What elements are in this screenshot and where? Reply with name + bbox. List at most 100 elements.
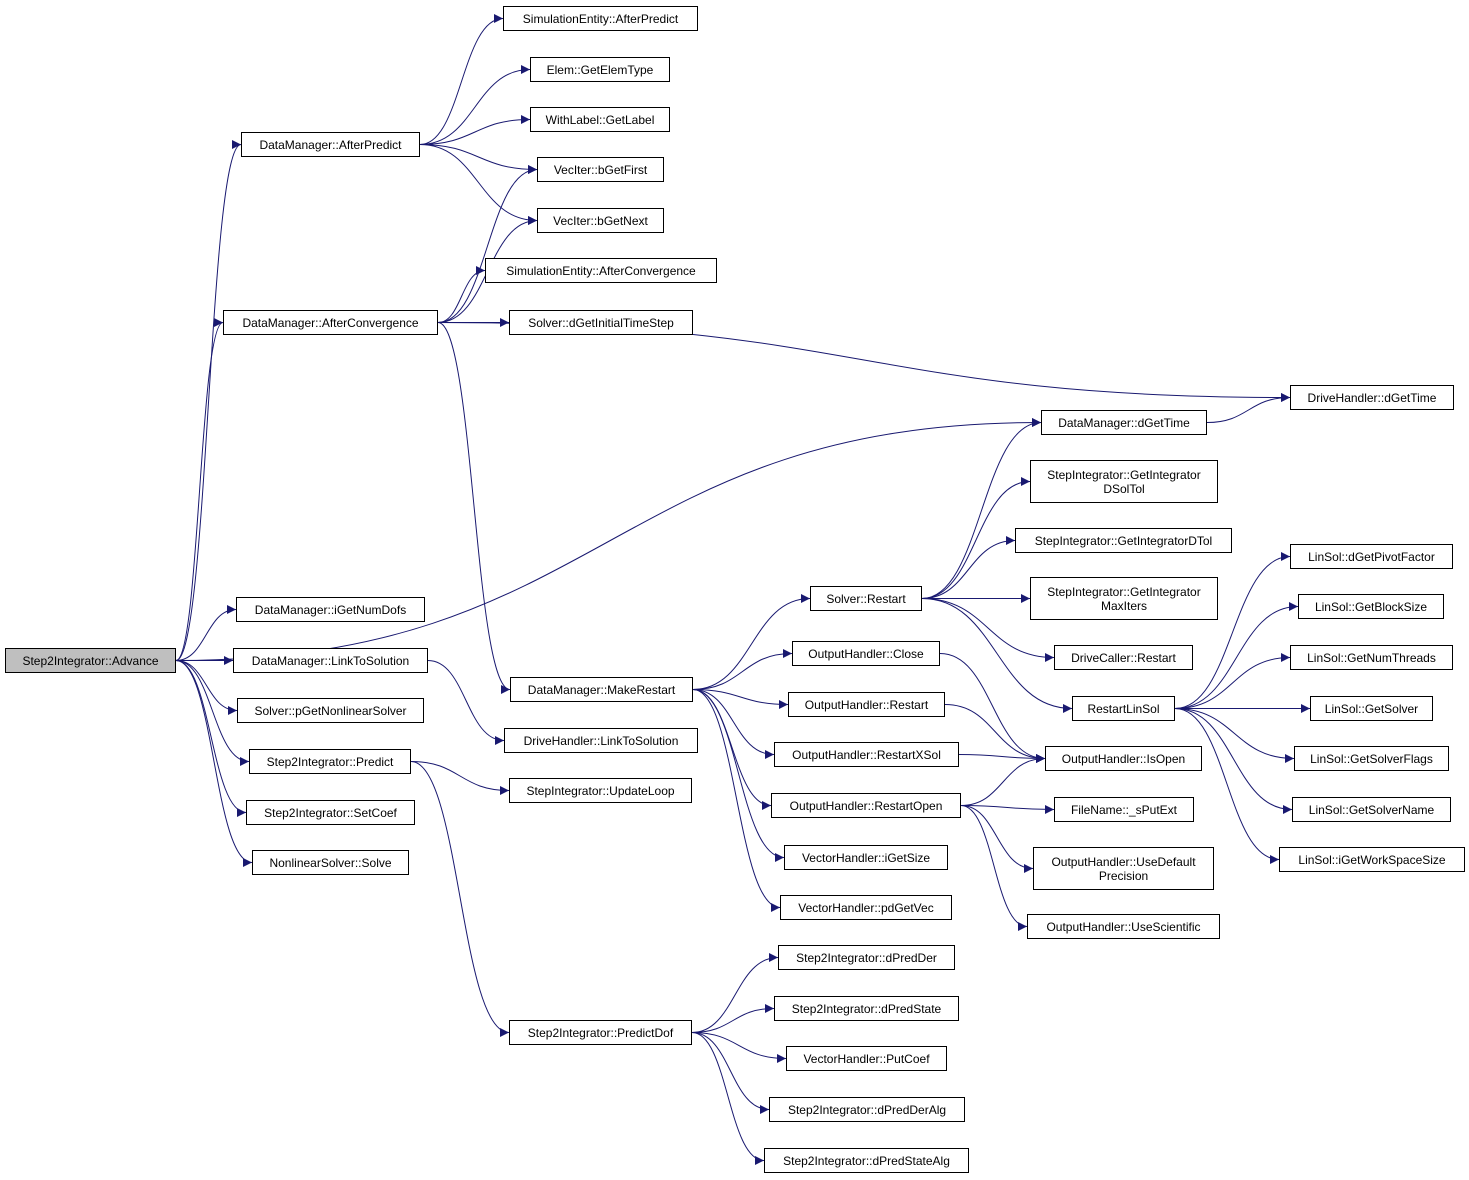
edge-dm_makerestart-to-oh_restartopen <box>692 689 772 810</box>
node-outputhandler-usescientific[interactable]: OutputHandler::UseScientific <box>1027 914 1220 939</box>
node-step2integrator-setcoef[interactable]: Step2Integrator::SetCoef <box>246 800 415 825</box>
edge-dm_makerestart-to-solver_restart <box>692 594 811 690</box>
edge-dm_makerestart-to-oh_restart <box>692 689 789 709</box>
edge-advance-to-s2i_setcoef <box>175 660 247 817</box>
edge-solver_restart-to-si_dsoltol <box>921 477 1031 599</box>
node-drivecaller-restart[interactable]: DriveCaller::Restart <box>1054 645 1193 670</box>
node-step2integrator-predictdof[interactable]: Step2Integrator::PredictDof <box>509 1020 692 1045</box>
node-vectorhandler-igetsize[interactable]: VectorHandler::iGetSize <box>784 845 948 870</box>
edge-restartlinsol-to-linsol_igetworkspacesize <box>1174 708 1280 864</box>
node-outputhandler-restart[interactable]: OutputHandler::Restart <box>788 692 945 717</box>
node-linsol-dgetpivotfactor[interactable]: LinSol::dGetPivotFactor <box>1290 544 1453 569</box>
edge-restartlinsol-to-linsol_getnumthreads <box>1174 653 1291 709</box>
node-simulationentity-afterpredict[interactable]: SimulationEntity::AfterPredict <box>503 6 698 31</box>
edge-s2i_predictdof-to-s2i_dpredderalg <box>691 1032 770 1114</box>
node-solver-dgetinitialtimestep[interactable]: Solver::dGetInitialTimeStep <box>509 310 693 335</box>
edge-dm_afterconvergence-to-dm_makerestart <box>437 322 511 694</box>
node-stepintegrator-updateloop[interactable]: StepIntegrator::UpdateLoop <box>509 778 692 803</box>
edge-solver_restart-to-si_dtol <box>921 536 1016 599</box>
node-outputhandler-restartxsol[interactable]: OutputHandler::RestartXSol <box>774 742 959 767</box>
node-elem-getelemtype[interactable]: Elem::GetElemType <box>530 57 670 82</box>
edge-s2i_predictdof-to-s2i_dpredstate <box>691 1004 775 1033</box>
edge-advance-to-dm_dgettime <box>175 418 1042 661</box>
edge-s2i_predictdof-to-vh_putcoef <box>691 1032 787 1063</box>
edge-solver_restart-to-dm_dgettime <box>921 418 1042 599</box>
edge-restartlinsol-to-linsol_getblocksize <box>1174 602 1299 709</box>
edge-oh_close-to-oh_isopen <box>939 653 1046 763</box>
edge-s2i_predictdof-to-s2i_dpredstatealg <box>691 1032 765 1165</box>
edge-s2i_predict-to-s2i_predictdof <box>410 761 510 1037</box>
edge-solver_restart-to-dc_restart <box>921 598 1055 662</box>
node-vectorhandler-pdgetvec[interactable]: VectorHandler::pdGetVec <box>780 895 952 920</box>
node-filename-sputext[interactable]: FileName::_sPutExt <box>1054 797 1194 822</box>
node-veciter-bgetfirst[interactable]: VecIter::bGetFirst <box>537 157 664 182</box>
node-datamanager-makerestart[interactable]: DataManager::MakeRestart <box>510 677 693 702</box>
node-step2integrator-dpredstate[interactable]: Step2Integrator::dPredState <box>774 996 959 1021</box>
node-linsol-getblocksize[interactable]: LinSol::GetBlockSize <box>1298 594 1444 619</box>
node-datamanager-dgettime[interactable]: DataManager::dGetTime <box>1041 410 1207 435</box>
node-vectorhandler-putcoef[interactable]: VectorHandler::PutCoef <box>786 1046 947 1071</box>
edge-advance-to-dm_afterconvergence <box>175 318 224 661</box>
edge-advance-to-solver_pgetnonlinearsolver <box>175 660 238 715</box>
node-step2integrator-dpredstatealg[interactable]: Step2Integrator::dPredStateAlg <box>764 1148 969 1173</box>
node-outputhandler-usedefaultprecision[interactable]: OutputHandler::UseDefault Precision <box>1033 847 1214 890</box>
edge-dm_afterpredict-to-veciter_bgetfirst <box>419 144 538 174</box>
edge-dm_afterconvergence-to-se_afterconvergence <box>437 266 486 323</box>
node-datamanager-afterpredict[interactable]: DataManager::AfterPredict <box>241 132 420 157</box>
node-linsol-getnumthreads[interactable]: LinSol::GetNumThreads <box>1290 645 1453 670</box>
edge-dm_dgettime-to-dh_dgettime <box>1206 393 1291 423</box>
edge-advance-to-dm_igetnumdofs <box>175 605 237 661</box>
edge-restartlinsol-to-linsol_getsolvername <box>1174 708 1293 814</box>
edge-s2i_predictdof-to-s2i_dpredder <box>691 953 779 1033</box>
node-step2integrator-dpredder[interactable]: Step2Integrator::dPredDer <box>778 945 955 970</box>
node-nonlinearsolver-solve[interactable]: NonlinearSolver::Solve <box>252 850 409 875</box>
node-linsol-getsolverflags[interactable]: LinSol::GetSolverFlags <box>1294 746 1449 771</box>
node-simulationentity-afterconvergence[interactable]: SimulationEntity::AfterConvergence <box>485 258 717 283</box>
edge-dm_makerestart-to-oh_close <box>692 649 793 690</box>
edge-dm_makerestart-to-vh_pdgetvec <box>692 689 781 912</box>
node-step2integrator-dpredderalg[interactable]: Step2Integrator::dPredDerAlg <box>769 1097 965 1122</box>
node-solver-restart[interactable]: Solver::Restart <box>810 586 922 611</box>
edge-advance-to-nonlinear_solve <box>175 660 253 867</box>
node-drivehandler-dgettime[interactable]: DriveHandler::dGetTime <box>1290 385 1454 410</box>
edge-oh_restartopen-to-oh_isopen <box>960 754 1046 806</box>
edge-oh_restartopen-to-oh_usescientific <box>960 805 1028 931</box>
edge-oh_restartxsol-to-oh_isopen <box>958 753 1046 763</box>
node-stepintegrator-getintegratordsoltol[interactable]: StepIntegrator::GetIntegrator DSolTol <box>1030 460 1218 503</box>
edge-s2i_predict-to-si_updateloop <box>410 761 510 795</box>
node-withlabel-getlabel[interactable]: WithLabel::GetLabel <box>530 107 670 132</box>
edge-advance-to-s2i_predict <box>175 660 250 766</box>
edge-dm_makerestart-to-oh_restartxsol <box>692 689 775 759</box>
edge-dm_afterconvergence-to-veciter_bgetfirst <box>437 165 538 323</box>
edge-dm_makerestart-to-vh_igetsize <box>692 689 785 862</box>
node-step2integrator-advance: Step2Integrator::Advance <box>5 648 176 673</box>
edge-dm_afterpredict-to-veciter_bgetnext <box>419 144 538 225</box>
node-drivehandler-linktosolution[interactable]: DriveHandler::LinkToSolution <box>504 728 698 753</box>
edge-restartlinsol-to-linsol_getsolverflags <box>1174 708 1295 763</box>
edge-dm_afterpredict-to-withlabel_getlabel <box>419 115 531 145</box>
node-datamanager-afterconvergence[interactable]: DataManager::AfterConvergence <box>223 310 438 335</box>
node-linsol-igetworkspacesize[interactable]: LinSol::iGetWorkSpaceSize <box>1279 847 1465 872</box>
node-solver-pgetnonlinearsolver[interactable]: Solver::pGetNonlinearSolver <box>237 698 424 723</box>
node-linsol-getsolvername[interactable]: LinSol::GetSolverName <box>1292 797 1451 822</box>
edge-restartlinsol-to-linsol_dgetpivotfactor <box>1174 552 1291 709</box>
edge-oh_restartopen-to-oh_usedefaultprecision <box>960 805 1034 873</box>
node-restartlinsol[interactable]: RestartLinSol <box>1072 696 1175 721</box>
edge-solver_restart-to-restartlinsol <box>921 598 1073 713</box>
node-stepintegrator-getintegratormaxiters[interactable]: StepIntegrator::GetIntegrator MaxIters <box>1030 577 1218 620</box>
node-veciter-bgetnext[interactable]: VecIter::bGetNext <box>537 208 664 233</box>
edge-dm_afterpredict-to-se_afterpredict <box>419 14 504 145</box>
node-datamanager-igetnumdofs[interactable]: DataManager::iGetNumDofs <box>236 597 425 622</box>
node-step2integrator-predict[interactable]: Step2Integrator::Predict <box>249 749 411 774</box>
node-datamanager-linktosolution[interactable]: DataManager::LinkToSolution <box>233 648 428 673</box>
node-stepintegrator-getintegratordtol[interactable]: StepIntegrator::GetIntegratorDTol <box>1015 528 1232 553</box>
edge-oh_restartopen-to-filename_sputext <box>960 804 1055 814</box>
edge-advance-to-dm_afterpredict <box>175 140 242 661</box>
edge-dm_afterpredict-to-elem_getelemtype <box>419 65 531 145</box>
node-outputhandler-isopen[interactable]: OutputHandler::IsOpen <box>1045 746 1202 771</box>
node-linsol-getsolver[interactable]: LinSol::GetSolver <box>1310 696 1433 721</box>
node-outputhandler-restartopen[interactable]: OutputHandler::RestartOpen <box>771 793 961 818</box>
node-outputhandler-close[interactable]: OutputHandler::Close <box>792 641 940 666</box>
